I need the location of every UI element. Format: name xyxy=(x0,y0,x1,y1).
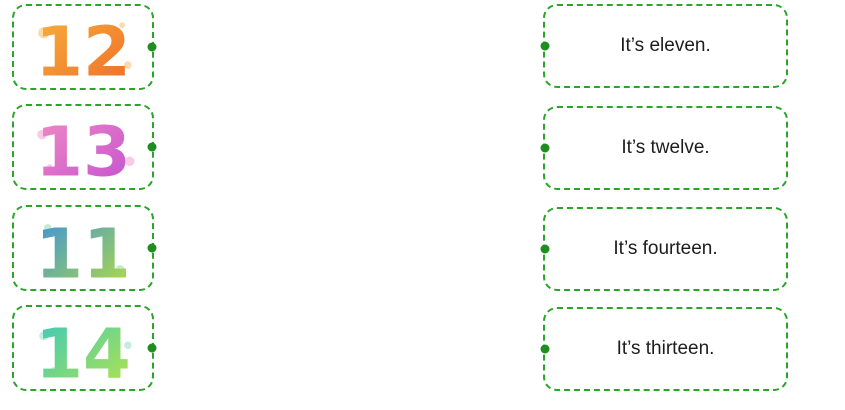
number-card-13[interactable]: 13 xyxy=(12,104,157,190)
connector-dot[interactable] xyxy=(147,142,157,152)
number-label: 11 xyxy=(35,215,131,289)
number-twelve-icon: 12 xyxy=(35,13,132,88)
connector-dot[interactable] xyxy=(147,42,157,52)
number-thirteen-icon: 13 xyxy=(35,113,135,188)
sentence-card-thirteen[interactable]: It’s thirteen. xyxy=(540,307,788,391)
number-label: 12 xyxy=(35,13,131,88)
connector-dot[interactable] xyxy=(147,243,157,253)
sentence-text: It’s twelve. xyxy=(621,137,710,158)
sentence-text: It’s fourteen. xyxy=(613,238,718,259)
number-fourteen-icon: 14 xyxy=(35,315,132,389)
sentence-text: It’s eleven. xyxy=(620,35,711,56)
sentence-card-fourteen[interactable]: It’s fourteen. xyxy=(540,207,788,291)
connector-dot[interactable] xyxy=(540,344,550,354)
connector-dot[interactable] xyxy=(540,41,550,51)
connector-dot[interactable] xyxy=(147,343,157,353)
number-eleven-icon: 11 xyxy=(35,215,131,289)
sentence-card-twelve[interactable]: It’s twelve. xyxy=(540,106,788,190)
number-label: 14 xyxy=(35,315,131,389)
sentence-text: It’s thirteen. xyxy=(616,338,715,359)
number-label: 13 xyxy=(35,113,131,188)
connector-dot[interactable] xyxy=(540,244,550,254)
number-card-14[interactable]: 14 xyxy=(12,305,157,391)
number-card-11[interactable]: 11 xyxy=(12,205,157,291)
number-card-12[interactable]: 12 xyxy=(12,4,157,90)
connector-dot[interactable] xyxy=(540,143,550,153)
sentence-card-eleven[interactable]: It’s eleven. xyxy=(540,4,788,88)
